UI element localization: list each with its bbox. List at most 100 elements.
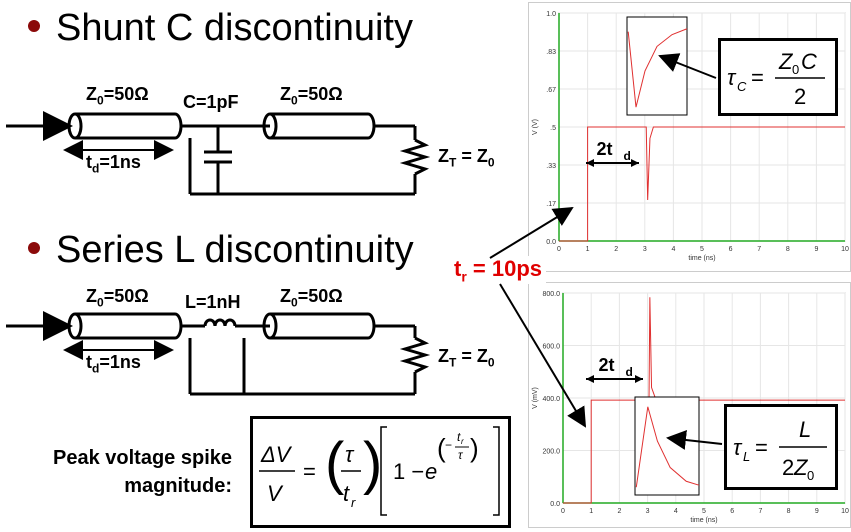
inductor <box>203 318 237 327</box>
y-tick-label: .67 <box>546 87 556 94</box>
svg-text:t: t <box>457 430 461 444</box>
y-tick-label: .33 <box>546 163 556 170</box>
zoom-inset <box>626 16 688 116</box>
svg-text:C: C <box>737 79 747 94</box>
resistor-series <box>399 336 431 374</box>
x-tick-label: 0 <box>561 508 565 515</box>
x-tick-label: 5 <box>700 246 704 253</box>
svg-text:(: ( <box>325 431 344 496</box>
shunt-zt-label: ZT = Z0 <box>438 146 495 170</box>
y-tick-label: 0.0 <box>546 239 556 246</box>
svg-text:t: t <box>343 481 350 506</box>
y-tick-label: 0.0 <box>550 501 560 508</box>
waveform-trace <box>559 126 845 242</box>
x-tick-label: 4 <box>671 246 675 253</box>
tline-body <box>75 112 183 140</box>
svg-text:τ: τ <box>733 435 743 460</box>
x-tick-label: 2 <box>614 246 618 253</box>
y-tick-label: .83 <box>546 49 556 56</box>
x-tick-label: 6 <box>729 246 733 253</box>
x-tick-label: 6 <box>730 508 734 515</box>
y-tick-label: 800.0 <box>542 291 560 298</box>
x-tick-label: 9 <box>815 508 819 515</box>
svg-text:): ) <box>363 431 382 496</box>
x-tick-label: 10 <box>841 508 849 515</box>
peak-label-line2: magnitude: <box>124 475 232 497</box>
svg-text:C: C <box>801 49 817 74</box>
svg-text:r: r <box>461 437 464 446</box>
svg-text:): ) <box>470 433 479 463</box>
x-tick-label: 1 <box>589 508 593 515</box>
x-tick-label: 7 <box>758 508 762 515</box>
shunt-z0-right-label: Z0=50Ω <box>280 84 343 108</box>
series-component-label: L=1nH <box>185 292 241 312</box>
svg-text:τ: τ <box>345 442 355 467</box>
svg-text:2: 2 <box>794 84 806 109</box>
svg-text:−: − <box>445 438 452 452</box>
bullet-dot <box>28 241 40 254</box>
annot-arrowhead <box>586 159 594 167</box>
svg-text:0: 0 <box>807 468 814 483</box>
x-tick-label: 2 <box>617 508 621 515</box>
svg-text:0: 0 <box>792 62 799 77</box>
bullet-shunt-text: Shunt C discontinuity <box>56 7 413 49</box>
zoom-inset-trace <box>627 28 688 108</box>
x-tick-label: 10 <box>841 246 849 253</box>
shunt-z0-left-label: Z0=50Ω <box>86 84 149 108</box>
series-z0-right-label: Z0=50Ω <box>280 286 343 310</box>
svg-text:Z: Z <box>793 455 809 480</box>
x-tick-label: 8 <box>787 508 791 515</box>
y-tick-label: 200.0 <box>542 449 560 456</box>
svg-text:r: r <box>351 495 356 510</box>
x-tick-label: 5 <box>702 508 706 515</box>
x-tick-label: 4 <box>674 508 678 515</box>
svg-text:V: V <box>267 481 284 506</box>
annot-arrowhead <box>631 159 639 167</box>
svg-text:τ: τ <box>458 448 464 462</box>
bullet-series: Series L discontinuity <box>28 230 414 270</box>
svg-text:e: e <box>425 459 437 484</box>
y-axis-label: V (V) <box>532 119 539 135</box>
series-zt-label: ZT = Z0 <box>438 346 495 370</box>
svg-text:τ: τ <box>727 65 737 90</box>
x-axis-label: time (ns) <box>688 255 715 262</box>
annot-2td-label: 2t <box>598 355 614 375</box>
x-tick-label: 9 <box>814 246 818 253</box>
annot-arrowhead <box>635 375 643 383</box>
svg-text:=: = <box>751 65 764 90</box>
x-tick-label: 8 <box>786 246 790 253</box>
bullet-dot <box>28 19 40 32</box>
x-axis-label: time (ns) <box>690 517 717 524</box>
x-tick-label: 1 <box>586 246 590 253</box>
svg-text:=: = <box>303 459 316 484</box>
y-tick-label: 400.0 <box>542 396 560 403</box>
circuit-diagrams <box>6 111 431 396</box>
shunt-component-label: C=1pF <box>183 92 239 112</box>
x-tick-label: 7 <box>757 246 761 253</box>
tline-end-cap <box>67 112 83 140</box>
svg-text:(: ( <box>437 433 446 463</box>
svg-text:L: L <box>743 449 750 464</box>
series-z0-left-label: Z0=50Ω <box>86 286 149 310</box>
svg-text:L: L <box>799 417 811 442</box>
y-axis-label: V (mV) <box>532 387 539 409</box>
svg-text:Z: Z <box>778 49 794 74</box>
resistor-shunt <box>399 138 431 176</box>
series-td-label: td=1ns <box>86 352 141 376</box>
annot-2td-sub: d <box>626 365 633 379</box>
svg-text:ΔV: ΔV <box>260 442 293 467</box>
y-tick-label: 600.0 <box>542 344 560 351</box>
x-tick-label: 3 <box>646 508 650 515</box>
y-tick-label: .5 <box>550 125 556 132</box>
svg-text:=: = <box>755 435 768 460</box>
annot-2td-label: 2t <box>596 139 612 159</box>
svg-text:2: 2 <box>782 455 794 480</box>
x-tick-label: 3 <box>643 246 647 253</box>
x-tick-label: 0 <box>557 246 561 253</box>
annot-2td-sub: d <box>624 149 631 163</box>
rise-time-label: tr = 10ps <box>450 256 546 285</box>
